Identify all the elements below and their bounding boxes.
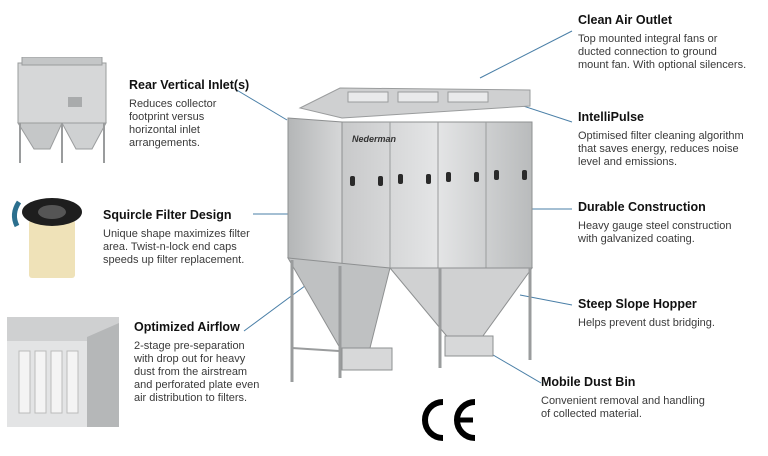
feature-title: IntelliPulse: [578, 110, 644, 124]
feature-desc: Top mounted integral fans or ducted conn…: [578, 33, 747, 71]
leader-mobile-dust-bin: [487, 351, 542, 384]
feature-desc: Optimised filter cleaning algorithm that…: [578, 130, 744, 168]
feature-desc: Unique shape maximizes filter area. Twis…: [103, 228, 250, 266]
airflow-cutaway-icon: [7, 317, 119, 427]
feature-optimized-airflow: Optimized Airflow 2-stage pre-separation…: [134, 320, 259, 405]
leader-clean-air-outlet: [479, 30, 573, 79]
feature-desc: Heavy gauge steel construction with galv…: [578, 220, 732, 245]
feature-steep-slope-hopper: Steep Slope Hopper Helps prevent dust br…: [578, 297, 715, 330]
brand-logo: Nederman: [352, 134, 397, 144]
feature-squircle-filter: Squircle Filter Design Unique shape maxi…: [103, 208, 250, 267]
feature-durable-construction: Durable Construction Heavy gauge steel c…: [578, 200, 731, 246]
feature-desc: 2-stage pre-separation with drop out for…: [134, 340, 260, 404]
feature-title: Durable Construction: [578, 200, 706, 214]
feature-clean-air-outlet: Clean Air Outlet Top mounted integral fa…: [578, 13, 746, 72]
leader-rear-vertical-inlet: [234, 88, 288, 121]
feature-title: Squircle Filter Design: [103, 208, 232, 222]
feature-title: Mobile Dust Bin: [541, 375, 636, 389]
feature-rear-vertical-inlet: Rear Vertical Inlet(s) Reduces collector…: [129, 78, 249, 150]
feature-title: Clean Air Outlet: [578, 13, 672, 27]
feature-mobile-dust-bin: Mobile Dust Bin Convenient removal and h…: [541, 375, 705, 421]
collector-icon: [17, 57, 107, 163]
ce-mark-icon: [422, 399, 476, 441]
feature-desc: Reduces collector footprint versus horiz…: [129, 98, 217, 149]
feature-title: Steep Slope Hopper: [578, 297, 697, 311]
filter-cartridge-icon: [11, 198, 82, 278]
feature-title: Optimized Airflow: [134, 320, 240, 334]
dust-collector-image: Nederman: [287, 87, 533, 382]
feature-desc: Helps prevent dust bridging.: [578, 317, 715, 329]
feature-desc: Convenient removal and handling of colle…: [541, 395, 705, 420]
feature-intellipulse: IntelliPulse Optimised filter cleaning a…: [578, 110, 744, 169]
feature-title: Rear Vertical Inlet(s): [129, 78, 250, 92]
